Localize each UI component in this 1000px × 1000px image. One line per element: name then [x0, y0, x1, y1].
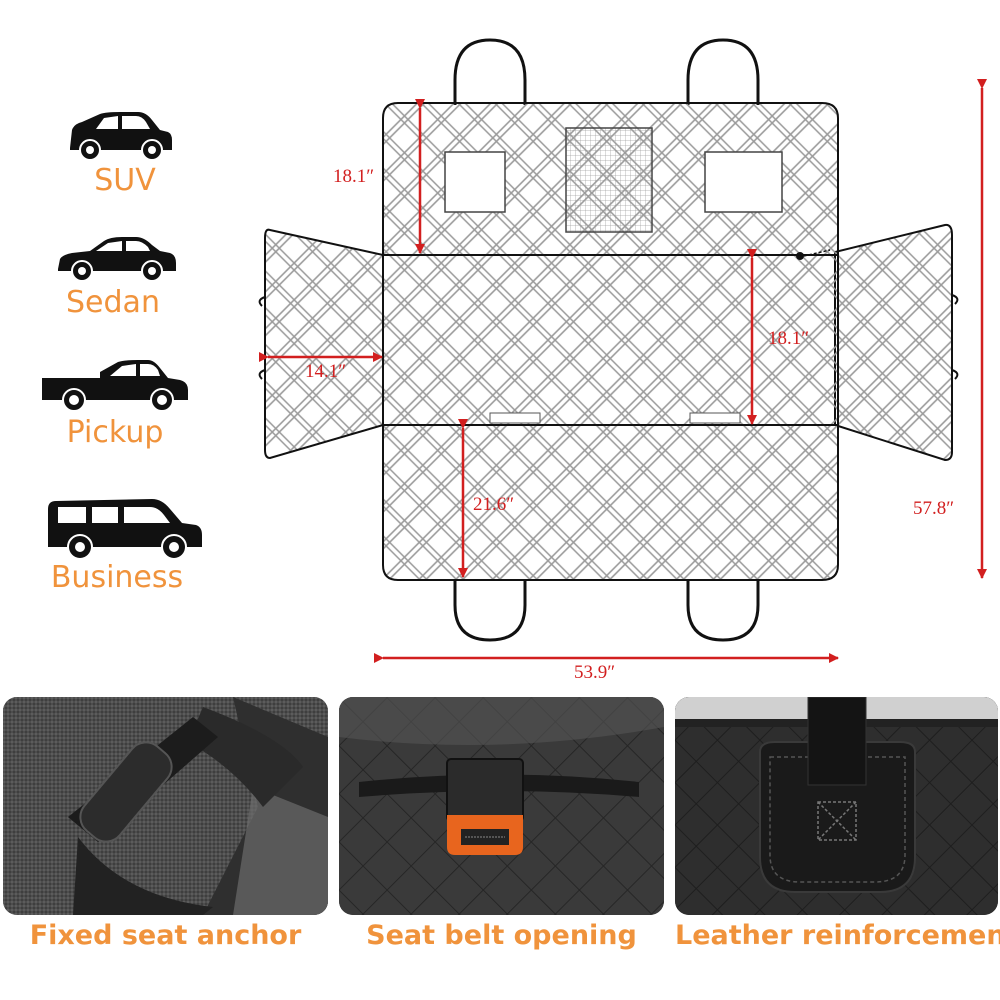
- side-flap-right: [834, 223, 953, 462]
- dim-label-backrest-height: 18.1″: [768, 328, 810, 349]
- dim-label-seat-height: 21.6″: [473, 494, 515, 515]
- dim-label-total-length: 57.8″: [913, 498, 955, 519]
- mesh-pocket-center: [565, 127, 653, 233]
- vehicle-label-pickup: Pickup: [66, 415, 164, 450]
- dim-label-total-width: 53.9″: [574, 662, 616, 683]
- sedan-icon: [58, 237, 176, 282]
- mesh-window-left: [444, 151, 506, 213]
- dimension-arrows: [259, 79, 987, 663]
- mesh-window-right: [704, 151, 783, 213]
- seat-strap-left: [453, 580, 527, 642]
- photo-leather: [675, 697, 998, 915]
- dim-label-window-height: 18.1″: [333, 166, 375, 187]
- suv-icon: [70, 112, 172, 161]
- seat-strap-right: [686, 580, 760, 642]
- side-flap-left: [264, 228, 384, 460]
- dim-label-flap-width: 14.1″: [305, 361, 347, 382]
- vehicle-label-business: Business: [50, 560, 184, 595]
- pickup-icon: [42, 360, 188, 412]
- photo-seat-belt: [339, 697, 664, 915]
- caption-leather: Leather reinforcement: [675, 920, 1000, 951]
- cover-main-panel: [382, 102, 839, 581]
- vehicle-label-sedan: Sedan: [66, 285, 160, 320]
- headrest-strap-right: [686, 38, 760, 105]
- photo-seat-anchor: [3, 697, 328, 915]
- caption-seat-belt: Seat belt opening: [366, 920, 637, 951]
- vehicle-label-suv: SUV: [94, 163, 156, 198]
- zipper-pull-icon: [796, 252, 804, 260]
- headrest-strap-left: [453, 38, 527, 105]
- business-van-icon: [48, 499, 202, 560]
- seat-cover-diagram: [258, 38, 987, 663]
- caption-seat-anchor: Fixed seat anchor: [29, 920, 302, 951]
